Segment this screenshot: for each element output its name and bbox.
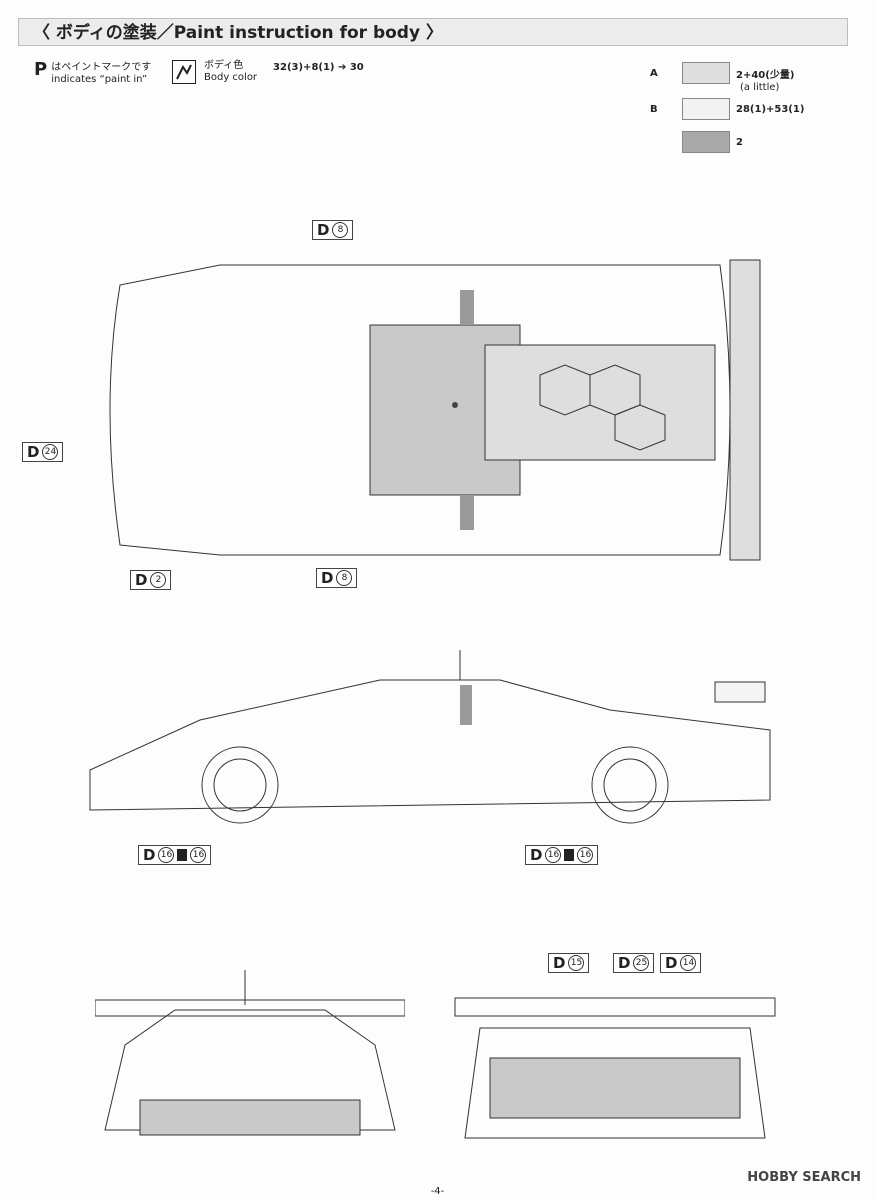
bowtie-icon <box>177 849 188 861</box>
paint-note-a: (a little) <box>740 82 780 93</box>
front-grille <box>139 1099 361 1136</box>
top-hex-3 <box>614 404 666 451</box>
paint-swatch-b <box>682 98 730 120</box>
top-intake-upper <box>460 290 474 325</box>
body-color-formula: 32(3)+8(1) ➔ 30 <box>273 62 364 73</box>
side-wing <box>714 681 766 703</box>
paint-formula-b: 28(1)+53(1) <box>736 103 805 115</box>
top-rear-wing <box>729 259 761 561</box>
paint-table: A 2+40(少量) (a little) B 28(1)+53(1) 2 <box>650 60 850 160</box>
front-view-diagram <box>95 970 405 1136</box>
paint-formula-a: 2+40(少量) <box>736 69 795 81</box>
paint-row-c: 2 <box>650 124 850 160</box>
rear-view-diagram <box>454 997 776 1139</box>
top-engine-cover <box>484 344 716 461</box>
side-view-diagram <box>89 650 771 824</box>
paint-label-b: B <box>650 103 658 115</box>
front-wing <box>95 999 405 1017</box>
side-front-wheel <box>201 746 279 824</box>
side-body-outline <box>89 679 771 811</box>
watermark: HOBBY SEARCH <box>747 1170 861 1185</box>
paint-label-a: A <box>650 67 658 79</box>
paint-swatch-a <box>682 62 730 84</box>
paint-formula-c: 2 <box>736 136 743 148</box>
top-view-diagram <box>109 259 761 561</box>
paint-swatch-c <box>682 131 730 153</box>
page-title: 〈 ボディの塗装／Paint instruction for body 〉 <box>18 18 848 46</box>
paint-mark-legend: P はペイントマークです indicates “paint in” <box>34 59 152 86</box>
body-color-jp: ボディ色 <box>204 60 244 71</box>
rear-wing <box>454 997 776 1017</box>
body-color-legend: ボディ色 Body color 32(3)+8(1) ➔ 30 <box>172 60 364 84</box>
body-color-en: Body color <box>204 72 258 83</box>
bowtie-icon <box>564 849 575 861</box>
paint-mark-jp: はペイントマークです <box>51 62 152 73</box>
top-center-mark <box>452 402 458 408</box>
paint-mark-en: indicates “paint in” <box>51 74 148 85</box>
paint-row-b: B 28(1)+53(1) <box>650 94 850 124</box>
top-body-outline <box>109 264 731 556</box>
side-rear-wheel <box>591 746 669 824</box>
side-pillar <box>460 685 472 725</box>
body-color-icon <box>172 60 196 84</box>
page-number: -4- <box>430 1186 445 1197</box>
top-intake-lower <box>460 495 474 530</box>
rear-body-outline <box>464 1027 766 1139</box>
rear-diffuser <box>489 1057 741 1119</box>
paint-mark-icon: P <box>34 59 48 80</box>
paint-row-a: A 2+40(少量) <box>650 60 850 86</box>
front-body-outline <box>104 1009 396 1131</box>
